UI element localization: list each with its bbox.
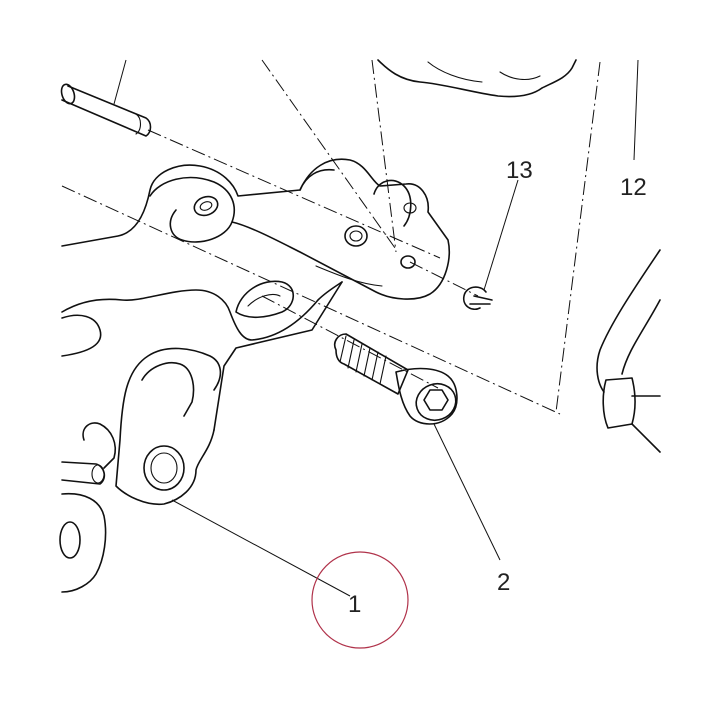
dowel-pin-groove (135, 113, 142, 135)
bracket-assembly (149, 158, 450, 300)
e-clip-icon (462, 286, 493, 311)
part-1-leader (171, 499, 351, 597)
lever-side-tab (82, 422, 116, 469)
bracket-top-hole (403, 202, 417, 214)
part-label-13: 13 (506, 157, 533, 184)
part-label-1: 1 (348, 591, 361, 618)
part-label-12: 12 (620, 174, 647, 201)
upper-housing (377, 59, 577, 98)
dowel-pin-body (61, 85, 152, 137)
lever-arm-ridge (141, 362, 195, 417)
screw-thread-body (333, 333, 409, 395)
dowel-pin-leader (113, 59, 127, 105)
screw-head (395, 367, 458, 425)
e-clip-part (462, 179, 519, 311)
lever-arm-outline (115, 347, 222, 506)
part-1-highlight-circle (311, 551, 409, 649)
frame-structure (61, 164, 343, 431)
right-shaft-outer (596, 249, 661, 393)
dowel-pin (60, 59, 152, 137)
bracket-left-hole (193, 195, 219, 217)
screw-head-face (415, 382, 457, 422)
lever-pin-stub-end (91, 464, 105, 484)
axis-lines (61, 59, 601, 415)
dowel-pin-end (60, 83, 76, 105)
lever-lower-plate (61, 492, 107, 593)
bracket-hole-b (400, 255, 416, 269)
right-shaft-inner (621, 299, 661, 375)
vertical-axis-line (371, 59, 397, 253)
frame-outline-lower (61, 281, 343, 341)
lever-pivot-hole-inner (150, 452, 178, 484)
bolt-axis-line (261, 295, 439, 389)
part-labels: 1 2 12 13 (348, 157, 647, 618)
bracket-boss (373, 179, 412, 227)
part-13-leader (483, 179, 519, 291)
bracket-hole-a-inner (349, 230, 363, 242)
bracket-edge-line (315, 265, 383, 287)
lever-pivot-hole (143, 445, 185, 491)
clip-axis-line (409, 261, 479, 297)
pin-axis-line (147, 129, 441, 259)
upper-right-mechanism (377, 59, 661, 453)
bracket-body (149, 176, 236, 243)
screw-threads (339, 335, 387, 385)
part-12-leader (633, 59, 639, 161)
lever-lower-hole (59, 521, 81, 559)
part-2-leader (433, 423, 501, 561)
hex-socket-icon (423, 389, 449, 411)
frame-lower-web (213, 281, 343, 431)
frame-hole-slot (235, 280, 295, 319)
part-label-2: 2 (497, 569, 510, 596)
bracket-hole-a (344, 225, 368, 247)
frame-axis-line (61, 185, 561, 415)
upper-housing-detail (427, 61, 541, 83)
lever-arm-part (59, 347, 409, 649)
right-shaft-collar (602, 377, 636, 429)
right-shaft-rod (631, 395, 661, 453)
frame-boundary-line (555, 61, 601, 413)
frame-left-cutout (61, 314, 102, 357)
frame-slot-inner (247, 293, 281, 307)
bracket-arm (231, 158, 450, 300)
bracket-left-hole-inner (199, 201, 213, 211)
cap-screw-part (333, 333, 501, 561)
diagonal-axis-line (261, 59, 396, 249)
